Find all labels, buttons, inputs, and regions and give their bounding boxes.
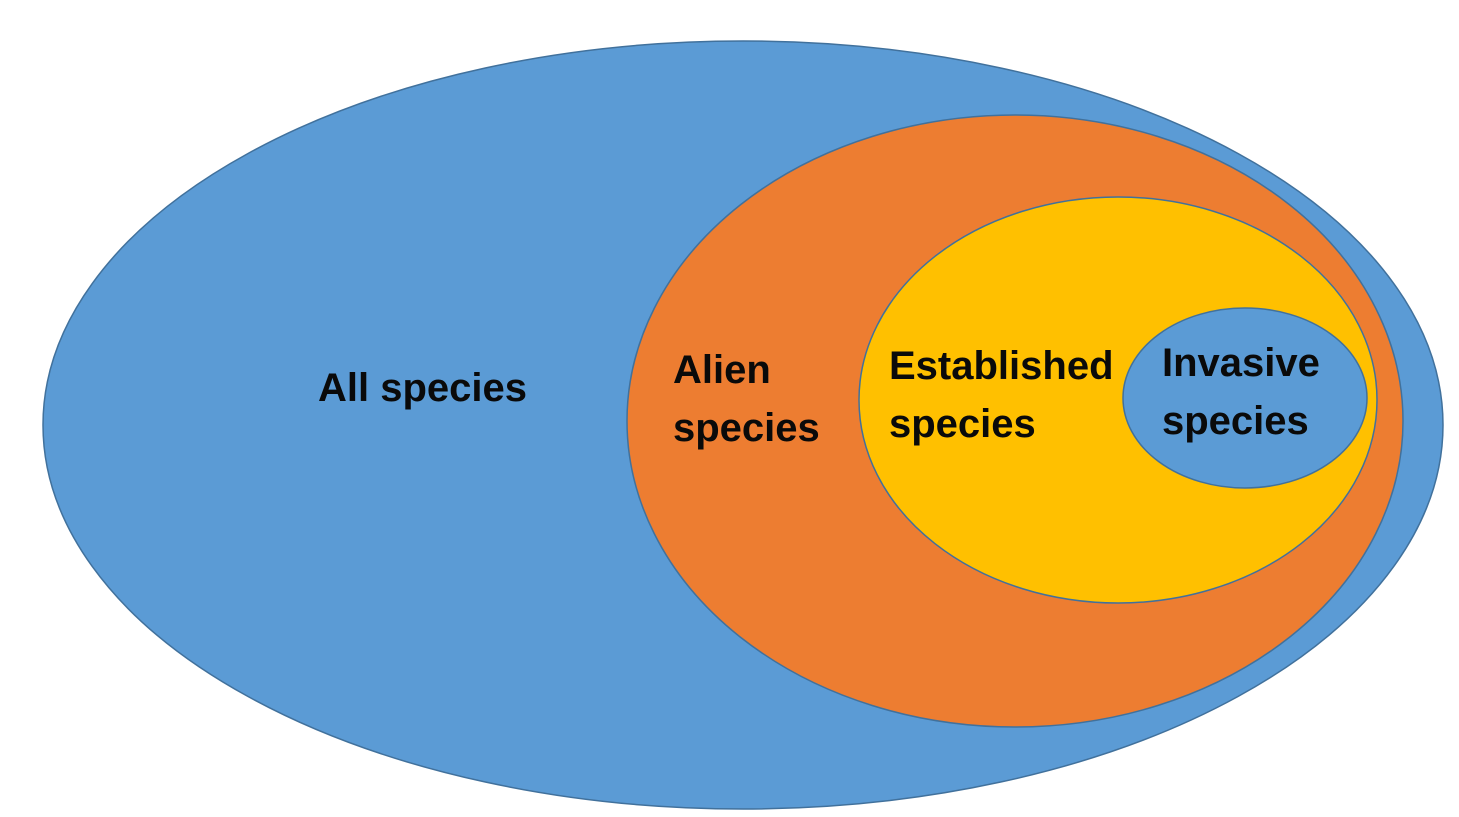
invasive-species-ellipse	[1122, 307, 1368, 489]
alien-species-label-line-1: Alien	[673, 348, 771, 392]
invasive-species-label-line-1: Invasive	[1162, 341, 1320, 385]
all-species-label-line-1: All species	[318, 366, 527, 410]
established-species-label: Established species	[889, 344, 1125, 446]
established-species-label-line-2: species	[889, 402, 1036, 446]
established-species-label-line-1: Established	[889, 344, 1114, 388]
established-species-ellipse	[858, 196, 1378, 604]
invasive-species-label-line-2: species	[1162, 399, 1309, 443]
alien-species-label-line-2: species	[673, 406, 820, 450]
alien-species-label: Alien species	[673, 348, 820, 450]
all-species-label: All species	[318, 366, 527, 410]
invasive-species-label: Invasive species	[1162, 341, 1331, 443]
